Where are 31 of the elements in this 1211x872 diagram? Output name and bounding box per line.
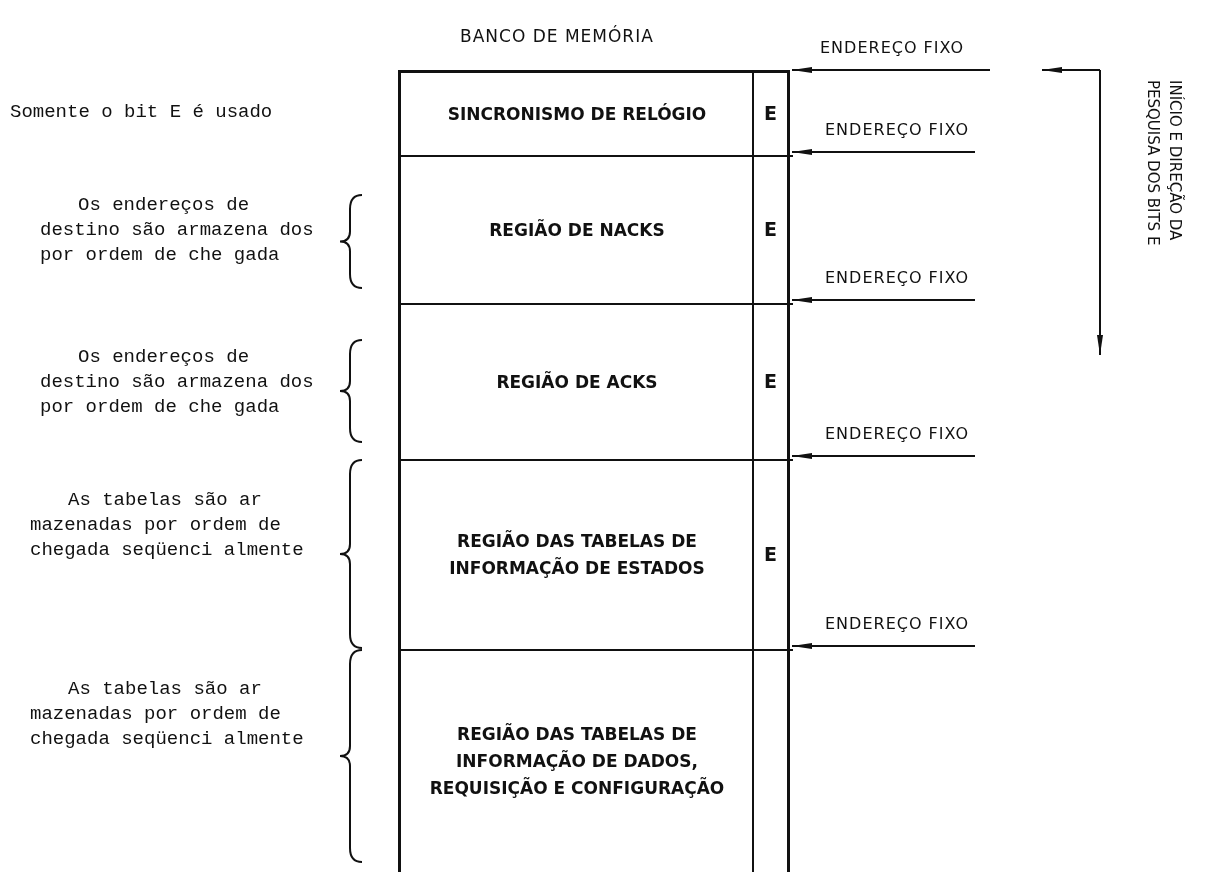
edge-label: ENDEREÇO FIXO bbox=[825, 614, 970, 633]
side-note: Somente o bit E é usado bbox=[10, 100, 274, 125]
side-note: As tabelas são ar mazenadas por ordem de chegada seqüenci almente bbox=[30, 677, 305, 752]
bit-label: E bbox=[763, 542, 778, 567]
edge-label: ENDEREÇO FIXO bbox=[825, 268, 970, 287]
arrow bbox=[791, 67, 991, 73]
arrow bbox=[791, 453, 976, 459]
memory-region-row bbox=[401, 155, 793, 303]
bit-label: E bbox=[763, 101, 778, 126]
region-label: REGIÃO DAS TABELAS DE INFORMAÇÃO DE ESTADOS bbox=[448, 529, 706, 580]
arrow bbox=[791, 297, 976, 303]
region-label: REGIÃO DE ACKS bbox=[495, 370, 659, 394]
memory-region-row bbox=[401, 459, 793, 649]
edge-label: ENDEREÇO FIXO bbox=[820, 38, 965, 57]
bit-label: E bbox=[763, 217, 778, 242]
side-note: As tabelas são ar mazenadas por ordem de chegada seqüenci almente bbox=[30, 488, 305, 563]
region-label: REGIÃO DE NACKS bbox=[488, 218, 666, 242]
bit-label: E bbox=[763, 369, 778, 394]
memory-bank-column bbox=[398, 70, 790, 872]
edge-label: ENDEREÇO FIXO bbox=[825, 424, 970, 443]
rotated-note: INÍCIO E DIREÇÃO DA PESQUISA DOS BITS E bbox=[1143, 80, 1186, 248]
region-label: REGIÃO DAS TABELAS DE INFORMAÇÃO DE DADOS, REQUISIÇÃO E CONFIGURAÇÃO bbox=[428, 722, 726, 800]
memory-region-row bbox=[401, 303, 793, 459]
side-note: Os endereços de destino são armazena dos por ordem de che gada bbox=[40, 193, 315, 268]
memory-region-row bbox=[401, 649, 793, 872]
edge-label: ENDEREÇO FIXO bbox=[825, 120, 970, 139]
region-label: SINCRONISMO DE RELÓGIO bbox=[446, 102, 708, 126]
diagram-title: BANCO DE MEMÓRIA bbox=[460, 26, 654, 46]
arrow bbox=[791, 149, 976, 155]
arrow bbox=[791, 643, 976, 649]
side-note: Os endereços de destino são armazena dos por ordem de che gada bbox=[40, 345, 315, 420]
